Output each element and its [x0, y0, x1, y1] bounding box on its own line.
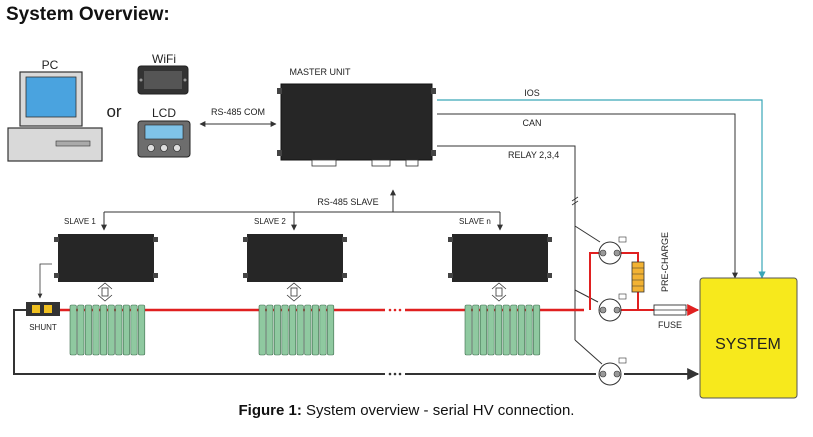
- fuse-icon: [653, 304, 687, 316]
- relay-branch-3: [574, 339, 603, 365]
- battery-packs: [69, 304, 541, 356]
- battery-cell: [479, 304, 487, 356]
- contactor-negative-icon: [598, 357, 627, 386]
- battery-cell: [289, 304, 297, 356]
- page-title: System Overview:: [6, 4, 170, 25]
- ios-label: IOS: [524, 88, 540, 98]
- battery-cell: [115, 304, 123, 356]
- precharge-resistor: [631, 261, 645, 293]
- battery-cell: [130, 304, 138, 356]
- lcd-label: LCD: [152, 106, 176, 120]
- slave-2-battery-link: [286, 282, 302, 302]
- slave-2-label: SLAVE 2: [254, 217, 286, 226]
- battery-cell: [319, 304, 327, 356]
- battery-cell: [472, 304, 480, 356]
- lcd-display-icon: [137, 120, 191, 158]
- system-box: [699, 277, 798, 399]
- can-link: [437, 113, 738, 279]
- battery-cell: [327, 304, 335, 356]
- precharge-label: PRE-CHARGE: [660, 232, 670, 292]
- slave-n-battery-link: [491, 282, 507, 302]
- wifi-label: WiFi: [152, 52, 176, 66]
- battery-cell: [258, 304, 266, 356]
- battery-cell: [517, 304, 525, 356]
- battery-cell: [107, 304, 115, 356]
- battery-cell: [92, 304, 100, 356]
- rs485-slave-label: RS-485 SLAVE: [317, 197, 378, 207]
- slave-1-module: [54, 234, 158, 282]
- slave-2-module: [243, 234, 347, 282]
- ios-link: [437, 99, 766, 279]
- slave-1-label: SLAVE 1: [64, 217, 96, 226]
- pc-label: PC: [42, 58, 59, 72]
- battery-cell: [138, 304, 146, 356]
- slave-1-battery-link: [97, 282, 113, 302]
- battery-cell: [502, 304, 510, 356]
- battery-cell: [510, 304, 518, 356]
- battery-pack: [258, 304, 335, 356]
- pc-computer-icon: [7, 71, 103, 162]
- figure-caption: Figure 1: System overview - serial HV co…: [0, 402, 813, 419]
- battery-cell: [533, 304, 541, 356]
- fuse-label: FUSE: [658, 320, 682, 330]
- can-label: CAN: [522, 118, 541, 128]
- rs485-com-label: RS-485 COM: [211, 107, 265, 117]
- system-label: SYSTEM: [715, 336, 781, 353]
- contactor-precharge-icon: [598, 236, 627, 265]
- battery-cell: [304, 304, 312, 356]
- battery-cell: [464, 304, 472, 356]
- battery-pack: [464, 304, 541, 356]
- master-unit-box: [277, 83, 436, 167]
- battery-cell: [84, 304, 92, 356]
- master-unit-label: MASTER UNIT: [289, 67, 351, 77]
- shunt-label: SHUNT: [29, 323, 57, 332]
- battery-cell: [296, 304, 304, 356]
- or-label: or: [106, 102, 121, 121]
- figure-number: Figure 1:: [238, 402, 302, 419]
- battery-cell: [281, 304, 289, 356]
- battery-cell: [266, 304, 274, 356]
- battery-cell: [69, 304, 77, 356]
- shunt-signal-link: [37, 263, 52, 299]
- figure-caption-text: System overview - serial HV connection.: [301, 402, 575, 419]
- wifi-module-icon: [137, 65, 189, 95]
- battery-cell: [100, 304, 108, 356]
- battery-cell: [487, 304, 495, 356]
- battery-pack: [69, 304, 146, 356]
- slave-n-module: [448, 234, 552, 282]
- relay-branch-2: [574, 289, 599, 303]
- battery-cell: [495, 304, 503, 356]
- relay-label: RELAY 2,3,4: [508, 150, 559, 160]
- slave-n-label: SLAVE n: [459, 217, 491, 226]
- shunt-device: [26, 302, 60, 316]
- contactor-main-icon: [598, 293, 627, 322]
- battery-cell: [273, 304, 281, 356]
- return-line-left: [13, 309, 385, 375]
- battery-cell: [311, 304, 319, 356]
- battery-cell: [525, 304, 533, 356]
- battery-cell: [122, 304, 130, 356]
- relay-link: [437, 145, 601, 243]
- battery-cell: [77, 304, 85, 356]
